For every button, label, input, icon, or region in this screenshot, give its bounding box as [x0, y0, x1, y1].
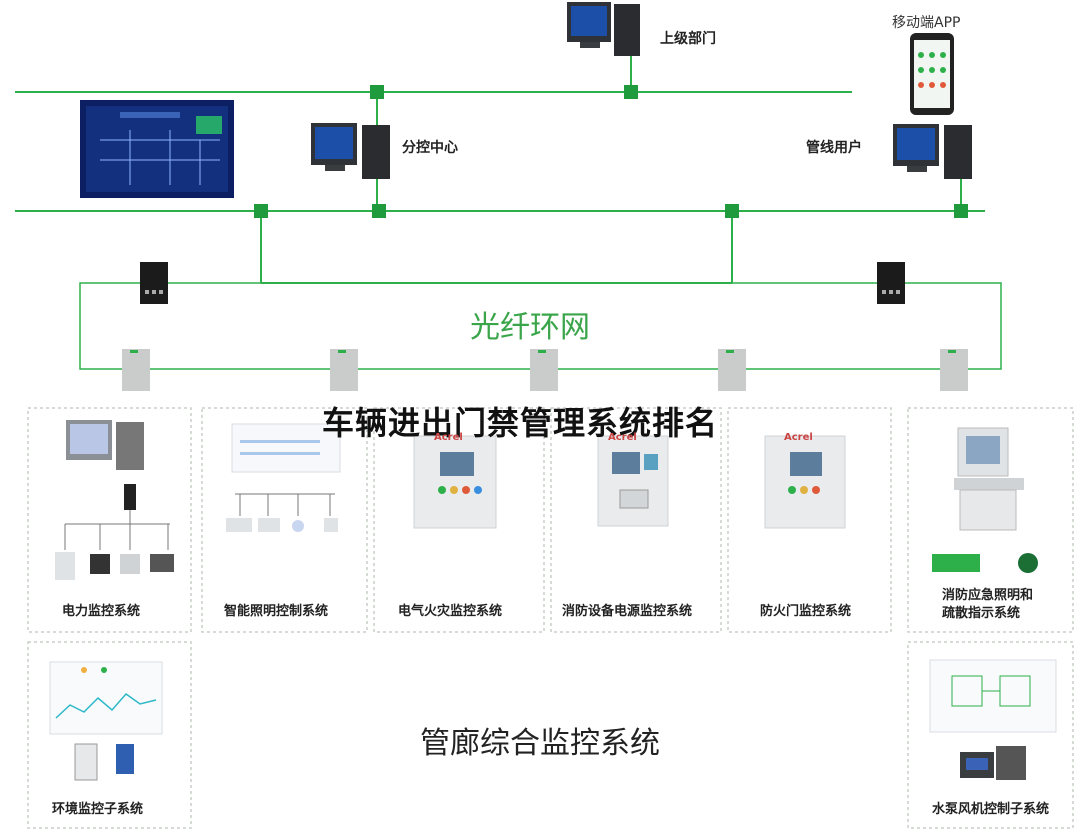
- fiber-switch-icon: [140, 262, 905, 304]
- subsystem-label-fire-power: 消防设备电源监控系统: [562, 604, 693, 619]
- cabinet-fire-door: [764, 435, 846, 529]
- brand-label-1: Acrel: [434, 432, 463, 443]
- subsystem-label-emergency-1: 消防应急照明和: [942, 588, 1034, 603]
- environment-screen: [49, 661, 163, 781]
- brand-label-2: Acrel: [608, 432, 637, 443]
- pump-fan-screen: [929, 659, 1057, 780]
- emergency-terminal: [932, 427, 1038, 573]
- cabinet-fire-power: [597, 435, 669, 527]
- subsystem-label-fire-door: 防火门监控系统: [760, 604, 852, 619]
- upper-dept-label: 上级部门: [660, 31, 716, 47]
- ring-switch-icon: [122, 349, 968, 391]
- sub-center-label: 分控中心: [402, 140, 458, 156]
- computer-icon-upper: [567, 2, 640, 56]
- subsystem-label-electrical-fire: 电气火灾监控系统: [398, 604, 503, 619]
- cabinet-electrical-fire: [413, 435, 497, 529]
- subsystem-label-pump-fan: 水泵风机控制子系统: [932, 802, 1050, 817]
- computer-icon-pipeline-user: [893, 124, 972, 179]
- subsystem-label-lighting: 智能照明控制系统: [224, 604, 329, 619]
- phone-icon: [910, 33, 954, 115]
- subsystem-label-power: 电力监控系统: [62, 604, 141, 619]
- bus-node: [254, 85, 968, 218]
- fiber-ring-label: 光纤环网: [470, 310, 590, 345]
- power-monitor-pc: [55, 420, 174, 580]
- center-system-label: 管廊综合监控系统: [420, 726, 660, 761]
- brand-label-3: Acrel: [784, 432, 813, 443]
- page-title: 车辆进出门禁管理系统排名: [322, 404, 719, 442]
- subsystem-label-emergency-2: 疏散指示系统: [942, 606, 1021, 621]
- computer-icon-sub-center: [311, 123, 390, 179]
- pipeline-user-label: 管线用户: [806, 140, 862, 156]
- mobile-app-label: 移动端APP: [892, 15, 961, 31]
- subsystem-label-environment: 环境监控子系统: [52, 802, 144, 817]
- lighting-screen: [226, 423, 341, 532]
- monitor-wall-screen: [80, 100, 234, 198]
